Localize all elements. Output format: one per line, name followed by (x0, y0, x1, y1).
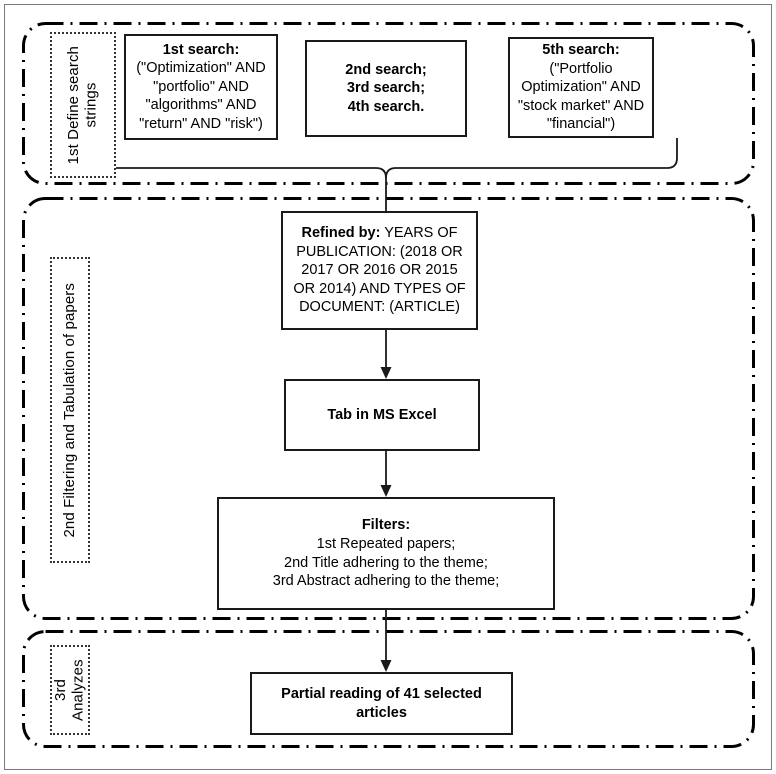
box-tab-ms-excel-heading: Tab in MS Excel (327, 406, 437, 423)
box-search-1-heading: 1st search: (162, 41, 240, 58)
box-partial-reading[interactable]: Partial reading of 41 selected articles (250, 672, 513, 735)
box-refined-by[interactable]: Refined by: YEARS OF PUBLICATION: (2018 … (281, 211, 478, 330)
box-search-2-3-4[interactable]: 2nd search; 3rd search; 4th search. (305, 40, 467, 137)
box-filters[interactable]: Filters:1st Repeated papers; 2nd Title a… (217, 497, 555, 610)
box-refined-by-heading: Refined by: (301, 225, 381, 242)
box-refined-by-body: YEARS OF PUBLICATION: (2018 OR 2017 OR 2… (293, 225, 466, 316)
box-search-1-body: ("Optimization" AND "portfolio" AND "alg… (136, 60, 266, 132)
stage-label-text: 2nd Filtering and Tabulation of papers (61, 282, 79, 538)
stage-label-filtering-tabulation: 2nd Filtering and Tabulation of papers (50, 257, 90, 563)
box-refined-by-content: Refined by: YEARS OF PUBLICATION: (2018 … (289, 224, 470, 317)
arrow-filters-to-partial-head (380, 660, 392, 672)
box-filters-heading: Filters: (361, 517, 411, 534)
merge-bracket-right (385, 138, 678, 179)
box-tab-ms-excel[interactable]: Tab in MS Excel (284, 379, 480, 451)
stage-label-text: 3rd Analyzes (52, 659, 87, 721)
box-search-5[interactable]: 5th search:("Portfolio Optimization" AND… (508, 37, 654, 138)
box-partial-reading-heading: Partial reading of 41 selected articles (281, 685, 482, 721)
arrow-refined-to-excel-head (380, 367, 392, 379)
box-search-1[interactable]: 1st search: ("Optimization" AND "portfoli… (124, 34, 278, 140)
box-filters-content: Filters:1st Repeated papers; 2nd Title a… (273, 516, 500, 590)
box-search-5-heading: 5th search: (542, 42, 620, 59)
box-search-5-content: 5th search:("Portfolio Optimization" AND… (518, 41, 644, 134)
stage-label-analyzes: 3rd Analyzes (50, 645, 90, 735)
arrow-excel-to-filters-head (380, 485, 392, 497)
box-search-1-content: 1st search: ("Optimization" AND "portfoli… (136, 41, 266, 134)
box-search-5-body: ("Portfolio Optimization" AND "stock mar… (517, 60, 645, 133)
box-filters-body: 1st Repeated papers; 2nd Title adhering … (272, 535, 500, 590)
box-search-2-3-4-body: 2nd search; 3rd search; 4th search. (345, 61, 427, 115)
stage-label-define-search-strings: 1st Define search strings (50, 32, 116, 178)
merge-bracket-left (100, 140, 387, 211)
stage-label-text: 1st Define search strings (65, 45, 100, 165)
